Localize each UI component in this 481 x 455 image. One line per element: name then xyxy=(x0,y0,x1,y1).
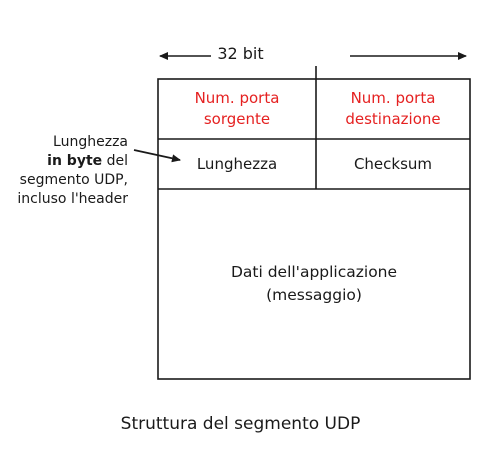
width-label: 32 bit xyxy=(0,44,481,63)
annotation-bold: in byte xyxy=(47,153,103,169)
annotation-arrow xyxy=(133,149,181,163)
dest-port-field: Num. porta destinazione xyxy=(316,79,470,139)
annotation-after-bold: del xyxy=(102,153,128,169)
annotation-line4: incluso l'header xyxy=(17,191,128,207)
source-port-field: Num. porta sorgente xyxy=(158,79,316,139)
width-label-text: 32 bit xyxy=(211,44,270,63)
diagram-caption: Struttura del segmento UDP xyxy=(120,414,361,434)
length-field: Lunghezza xyxy=(158,139,316,189)
annotation-line1: Lunghezza xyxy=(53,134,128,150)
length-label: Lunghezza xyxy=(196,154,278,173)
dest-port-line2: destinazione xyxy=(345,110,441,128)
checksum-field: Checksum xyxy=(316,139,470,189)
source-port-line1: Num. porta xyxy=(194,89,280,107)
checksum-label: Checksum xyxy=(353,154,433,173)
data-line1: Dati dell'applicazione xyxy=(230,263,398,281)
length-annotation: Lunghezza in byte del segmento UDP, incl… xyxy=(0,133,128,209)
annotation-line3: segmento UDP, xyxy=(19,172,128,188)
data-field: Dati dell'applicazione (messaggio) xyxy=(158,189,470,379)
source-port-line2: sorgente xyxy=(203,110,271,128)
segment-box xyxy=(157,78,471,380)
dest-port-line1: Num. porta xyxy=(350,89,436,107)
data-line2: (messaggio) xyxy=(266,286,362,304)
